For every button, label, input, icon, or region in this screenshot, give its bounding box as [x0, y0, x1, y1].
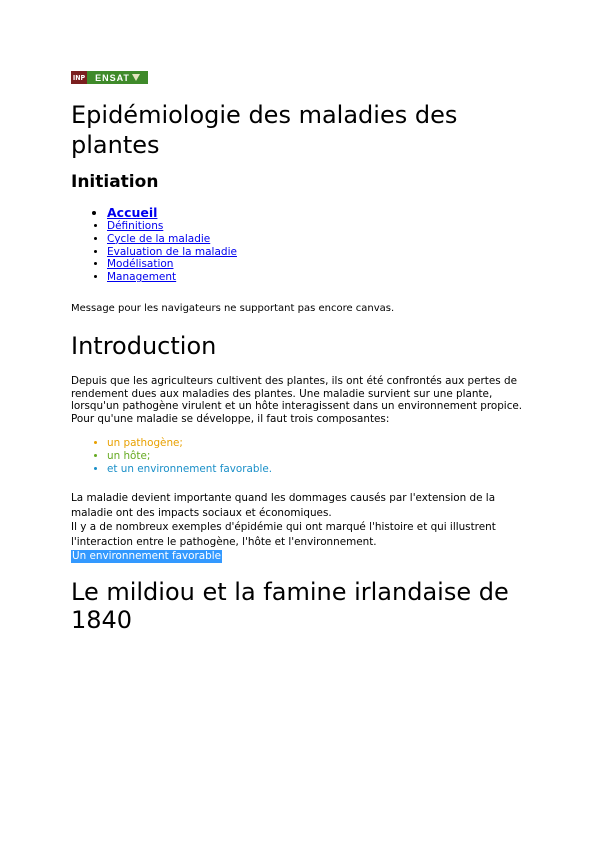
nav-link-definitions[interactable]: Définitions [107, 220, 164, 232]
page-title: Epidémiologie des maladies des plantes [71, 101, 458, 159]
introduction-paragraph-1: Depuis que les agriculteurs cultivent de… [71, 374, 523, 413]
impact-paragraph: La maladie devient importante quand les … [71, 492, 496, 519]
nav-item-evaluation: Evaluation de la maladie [107, 246, 531, 259]
introduction-heading: Introduction [71, 331, 217, 360]
inp-ensat-logo: INP ENSAT [71, 71, 148, 84]
nav-link-management[interactable]: Management [107, 271, 177, 284]
component-host: un hôte; [107, 450, 531, 463]
nav-item-management: Management [107, 271, 531, 284]
mildiou-heading: Le mildiou et la famine irlandaise de 18… [71, 577, 509, 634]
nav-list: Accueil Définitions Cycle de la maladie … [71, 206, 531, 284]
component-pathogen: un pathogène; [107, 437, 531, 450]
history-paragraph: Il y a de nombreux exemples d'épidémie q… [71, 521, 496, 548]
nav-link-evaluation[interactable]: Evaluation de la maladie [107, 245, 237, 258]
nav-item-definitions: Définitions [107, 220, 531, 233]
components-list: un pathogène; un hôte; et un environneme… [71, 437, 531, 476]
impact-text: La maladie devient importante quand les … [71, 491, 531, 564]
logo-ensat-text: ENSAT [95, 72, 130, 83]
canvas-fallback-message: Message pour les navigateurs ne supporta… [71, 302, 395, 314]
nav-item-accueil: Accueil [107, 206, 531, 220]
introduction-paragraph-2: Pour qu'une maladie se développe, il fau… [71, 412, 390, 425]
nav-item-modelisation: Modélisation [107, 258, 531, 271]
page-content: INP ENSAT Epidémiologie des maladies des… [71, 71, 531, 634]
nav-link-modelisation[interactable]: Modélisation [107, 258, 174, 271]
page-subtitle: Initiation [71, 172, 159, 192]
introduction-text: Depuis que les agriculteurs cultivent de… [71, 375, 531, 425]
component-environment: et un environnement favorable. [107, 463, 531, 476]
nav-link-accueil[interactable]: Accueil [107, 205, 158, 220]
logo-triangle-icon [131, 74, 140, 81]
highlighted-text: Un environnement favorable [71, 550, 222, 564]
logo-inp: INP [71, 71, 87, 84]
nav-link-cycle[interactable]: Cycle de la maladie [107, 232, 211, 245]
logo-ensat: ENSAT [87, 71, 148, 84]
nav-item-cycle: Cycle de la maladie [107, 233, 531, 246]
